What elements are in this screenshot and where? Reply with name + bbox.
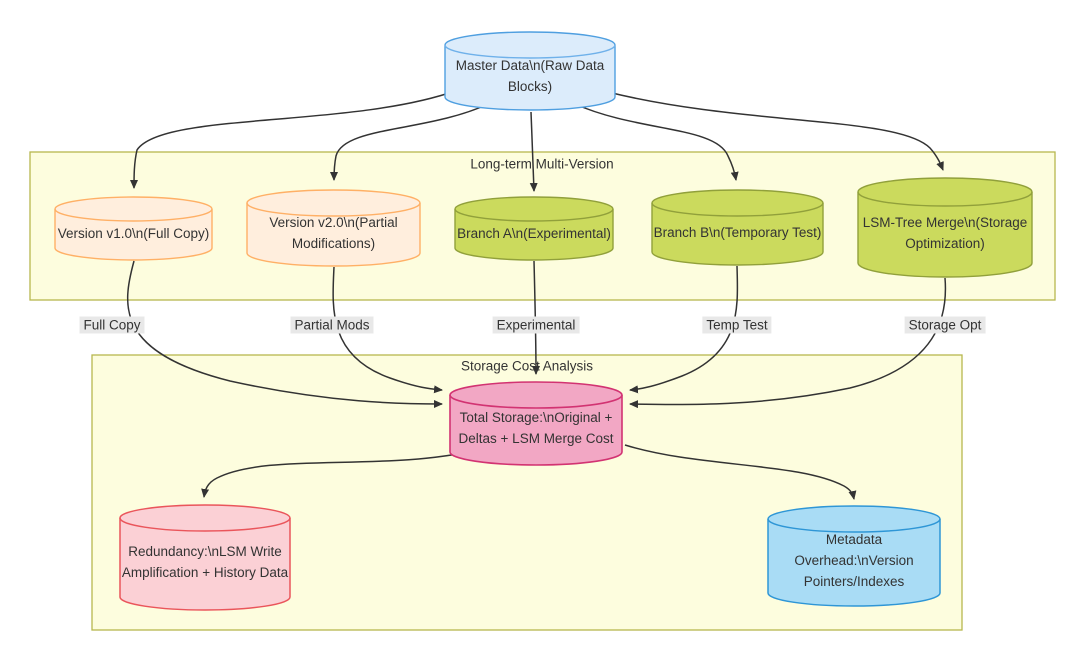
node-redundancy <box>119 504 291 611</box>
cluster-longterm-title: Long-term Multi-Version <box>470 156 614 172</box>
node-version-v2 <box>246 189 421 267</box>
edge-label-experimental: Experimental <box>492 316 580 334</box>
edge-total-to-metadata <box>624 444 857 500</box>
cylinder-v1 <box>54 196 213 261</box>
node-version-v1-label: Version v1.0\n(Full Copy) <box>57 225 210 241</box>
edges <box>126 90 947 500</box>
cylinder-master <box>444 31 616 111</box>
edge-master-to-v2 <box>330 103 489 181</box>
cylinder-v2-rim <box>246 202 421 217</box>
cluster-storage-cost-title: Storage Cost Analysis <box>460 358 594 374</box>
edge-total-to-redundancy <box>201 449 478 498</box>
node-total-storage <box>449 381 623 466</box>
edge-label-partial-mods: Partial Mods <box>290 316 374 334</box>
cylinder-branch-a-rim <box>454 208 614 222</box>
cylinder-v2 <box>246 189 421 267</box>
node-redundancy-label: Redundancy:\nLSM Write Amplification + H… <box>121 544 289 580</box>
cylinder-v1-rim <box>54 208 213 222</box>
node-branch-a-label: Branch A\n(Experimental) <box>457 225 611 241</box>
cylinder-total <box>449 381 623 466</box>
cylinder-redundancy-rim <box>119 517 291 532</box>
node-branch-a <box>454 196 614 261</box>
edge-label-storage-opt: Storage Opt <box>904 316 986 334</box>
node-metadata-overhead-label: Metadata Overhead:\nVersion Pointers/Ind… <box>794 532 914 589</box>
edge-v2-to-total <box>332 266 443 394</box>
node-version-v2-label: Version v2.0\n(Partial Modifications) <box>269 215 398 251</box>
cylinder-lsm <box>857 177 1033 278</box>
edge-label-full-copy: Full Copy <box>79 316 145 334</box>
edge-master-to-v1 <box>130 90 456 189</box>
node-version-v1 <box>54 196 213 261</box>
edge-v1-to-total <box>126 260 443 408</box>
edge-master-to-lsm <box>607 91 944 171</box>
cylinder-total-rim <box>449 394 623 409</box>
cylinder-lsm-rim <box>857 191 1033 207</box>
cylinder-metadata-rim <box>767 518 941 533</box>
edge-branch-b-to-total <box>629 265 739 394</box>
node-lsm-merge-label: LSM-Tree Merge\n(Storage Optimization) <box>862 214 1028 251</box>
node-metadata-overhead <box>767 505 941 607</box>
cylinder-branch-b <box>651 189 824 266</box>
node-master-data <box>444 31 616 111</box>
cylinder-redundancy <box>119 504 291 611</box>
edge-master-to-branch-a <box>529 111 538 192</box>
cylinder-branch-b-rim <box>651 202 824 217</box>
node-lsm-merge <box>857 177 1033 278</box>
edge-label-temp-test: Temp Test <box>702 316 772 334</box>
cylinder-master-rim <box>444 44 616 59</box>
edge-master-to-branch-b <box>574 103 739 181</box>
cylinder-branch-a <box>454 196 614 261</box>
node-master-data-label: Master Data\n(Raw Data Blocks) <box>455 58 605 94</box>
node-branch-b <box>651 189 824 266</box>
node-total-storage-label: Total Storage:\nOriginal + Deltas + LSM … <box>458 410 614 446</box>
node-branch-b-label: Branch B\n(Temporary Test) <box>653 225 822 240</box>
